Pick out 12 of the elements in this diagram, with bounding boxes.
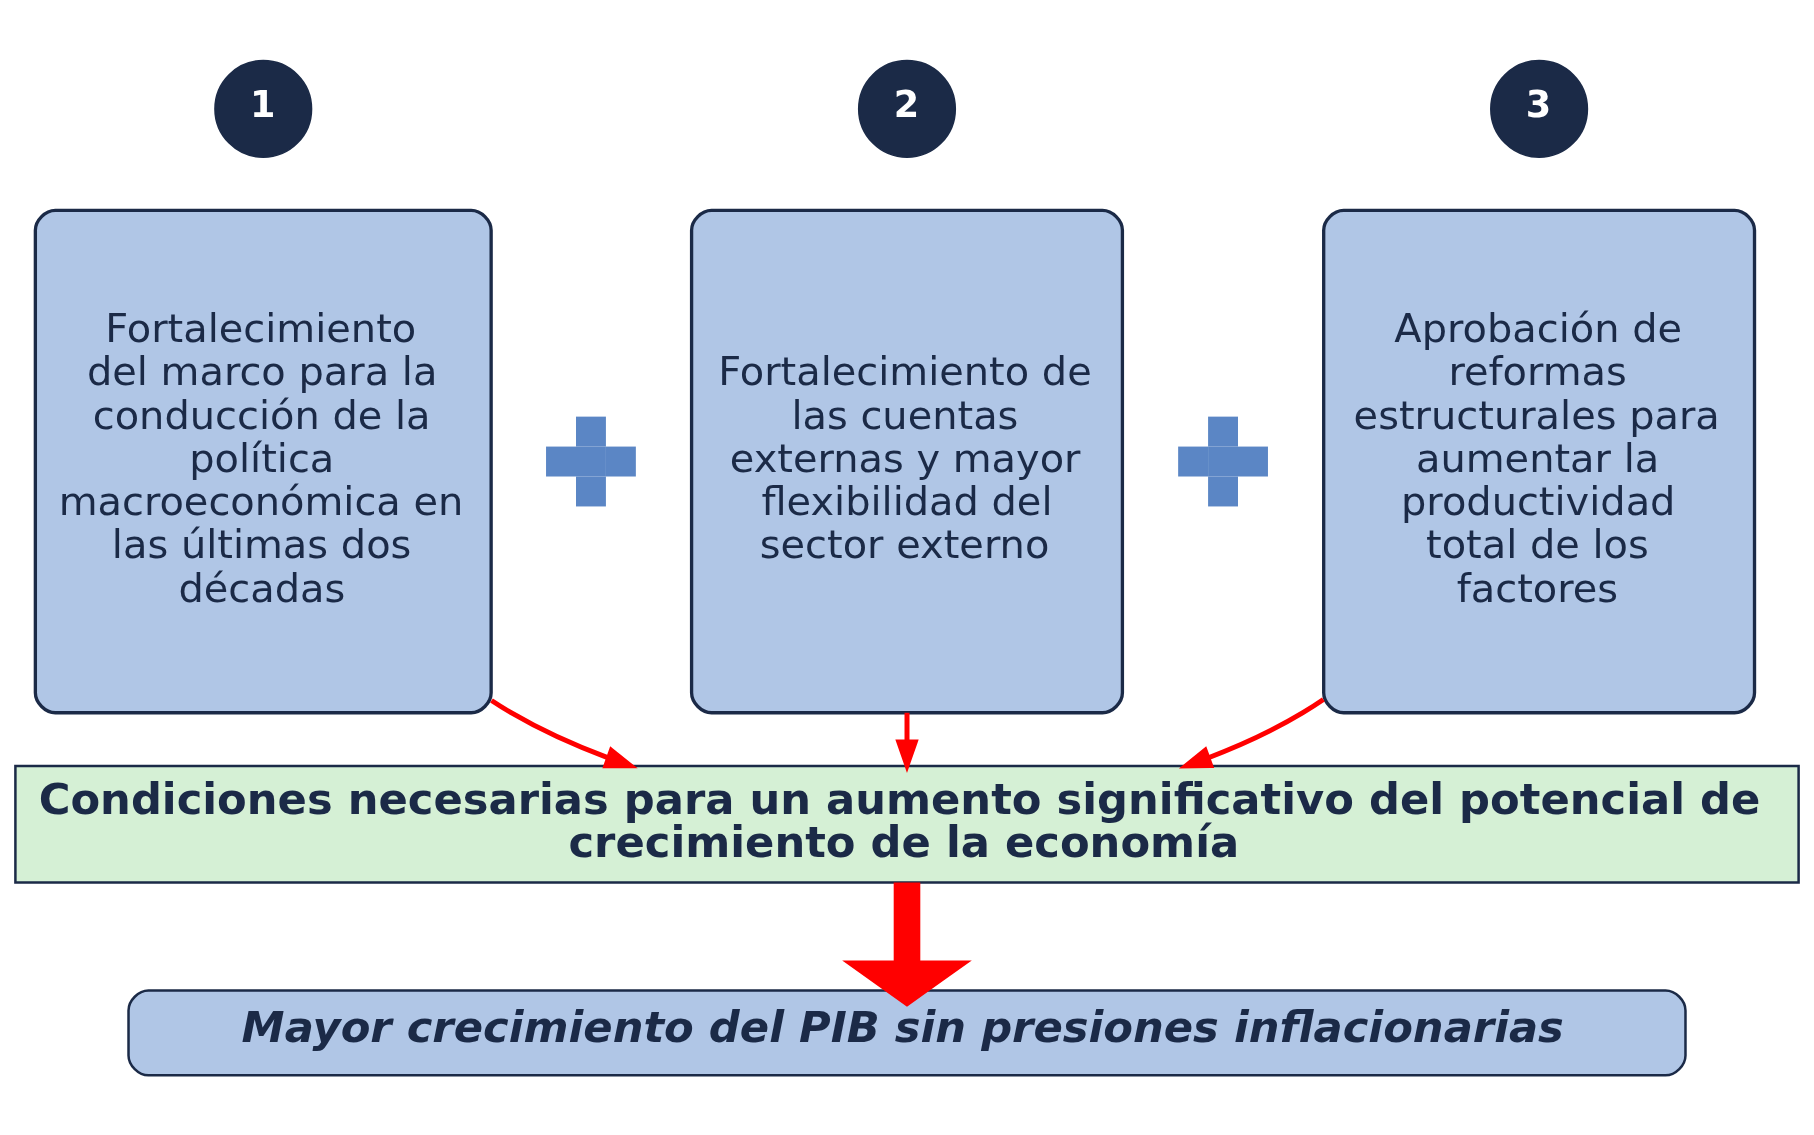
node-box: Fortalecimiento de las cuentas externas y mayor flexibilidad del sector externo xyxy=(689,208,1125,714)
node-circle: 1 xyxy=(214,59,313,158)
node-circle: 3 xyxy=(1490,59,1589,158)
node-box: Mayor crecimiento del PIB sin presiones inflacionarias xyxy=(127,988,1687,1077)
node-box: Aprobación de reformas estructurales para aumentar la productividad total de los factores xyxy=(1322,208,1757,714)
arrow xyxy=(895,712,919,773)
node-box: Fortalecimiento del marco para la conducción de la política macroeconómica en las últimas dos décadas xyxy=(33,208,493,714)
arrow xyxy=(1178,696,1325,768)
node-box: Condiciones necesarias para un aumento significativo del potencial de crecimiento de la economía xyxy=(14,764,1800,884)
node-circle: 2 xyxy=(857,59,957,158)
arrow xyxy=(490,697,638,768)
arrow xyxy=(842,882,972,1007)
